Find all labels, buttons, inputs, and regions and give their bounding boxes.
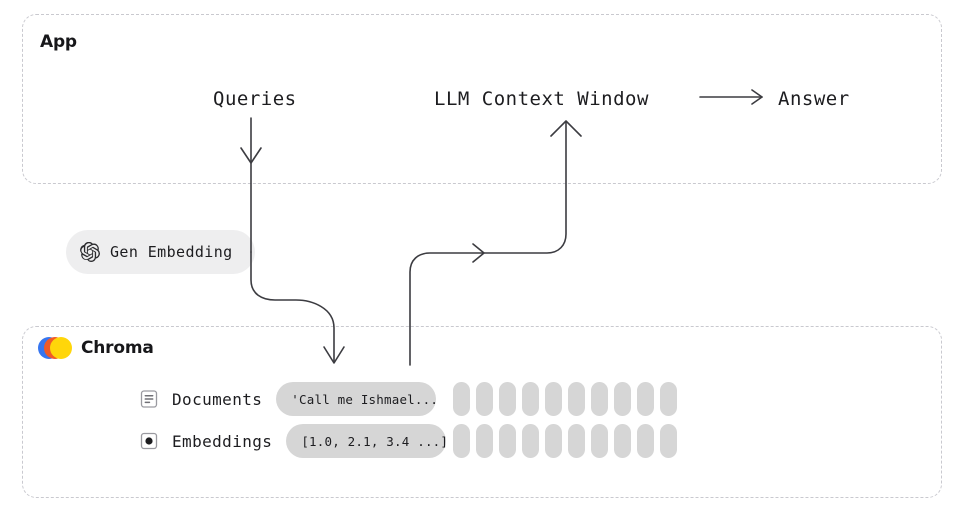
placeholder-column: [476, 382, 493, 458]
placeholder-cell: [614, 424, 631, 458]
queries-label: Queries: [213, 88, 297, 110]
placeholder-cell: [499, 424, 516, 458]
gen-embedding-label: Gen Embedding: [110, 243, 233, 261]
placeholder-records-grid: [453, 382, 677, 458]
documents-value: 'Call me Ishmael...: [291, 391, 439, 407]
placeholder-cell: [568, 382, 585, 416]
placeholder-column: [499, 382, 516, 458]
placeholder-column: [545, 382, 562, 458]
document-lines-icon: [138, 388, 160, 410]
placeholder-column: [453, 382, 470, 458]
placeholder-cell: [660, 424, 677, 458]
documents-value-chip: 'Call me Ishmael...: [276, 382, 439, 416]
placeholder-cell: [453, 382, 470, 416]
placeholder-column: [568, 382, 585, 458]
openai-logo-icon: [80, 242, 100, 262]
placeholder-cell: [545, 382, 562, 416]
chroma-to-context-midchevron: [472, 243, 485, 263]
placeholder-cell: [522, 382, 539, 416]
chroma-logo-icon: [38, 337, 72, 359]
placeholder-cell: [545, 424, 562, 458]
documents-row: Documents 'Call me Ishmael...: [138, 382, 439, 416]
placeholder-column: [522, 382, 539, 458]
gen-embedding-node[interactable]: Gen Embedding: [66, 230, 255, 274]
dot-in-square-icon: [138, 430, 160, 452]
llm-context-window-label: LLM Context Window: [434, 88, 649, 110]
placeholder-column: [637, 382, 654, 458]
placeholder-cell: [591, 382, 608, 416]
placeholder-cell: [591, 424, 608, 458]
placeholder-cell: [568, 424, 585, 458]
placeholder-cell: [499, 382, 516, 416]
answer-label: Answer: [778, 88, 850, 110]
placeholder-cell: [660, 382, 677, 416]
app-zone-title: App: [40, 32, 77, 52]
embeddings-value-chip: [1.0, 2.1, 3.4 ...]: [286, 424, 449, 458]
placeholder-column: [591, 382, 608, 458]
embeddings-row: Embeddings [1.0, 2.1, 3.4 ...]: [138, 424, 449, 458]
placeholder-cell: [453, 424, 470, 458]
placeholder-column: [660, 382, 677, 458]
embeddings-value: [1.0, 2.1, 3.4 ...]: [301, 433, 449, 449]
placeholder-cell: [614, 382, 631, 416]
chroma-brand: Chroma: [38, 337, 154, 359]
chroma-brand-label: Chroma: [81, 338, 154, 358]
placeholder-cell: [476, 382, 493, 416]
documents-row-label: Documents: [172, 389, 263, 409]
embeddings-row-label: Embeddings: [172, 431, 273, 451]
placeholder-cell: [637, 382, 654, 416]
placeholder-cell: [476, 424, 493, 458]
placeholder-cell: [637, 424, 654, 458]
placeholder-cell: [522, 424, 539, 458]
placeholder-column: [614, 382, 631, 458]
